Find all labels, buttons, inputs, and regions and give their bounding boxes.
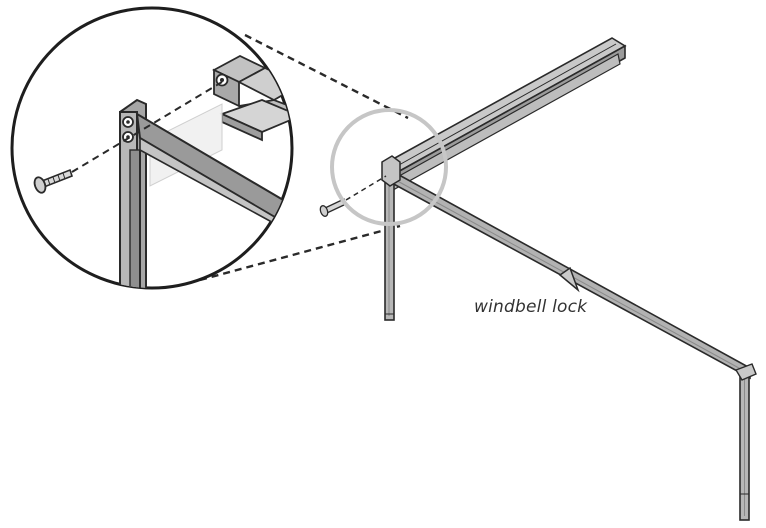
screw-guide-line xyxy=(345,175,387,201)
screw xyxy=(319,198,347,217)
leader-line-bottom xyxy=(199,224,401,282)
screw-zoomed xyxy=(33,168,73,194)
rail-bracket xyxy=(212,54,292,142)
zoom-callout xyxy=(10,6,409,290)
corner-connector xyxy=(381,155,401,187)
left-post xyxy=(384,169,395,321)
right-post xyxy=(734,363,757,521)
alignment-line xyxy=(71,81,223,173)
frame xyxy=(381,37,757,521)
windbell-lock-label: windbell lock xyxy=(474,297,588,317)
top-rail xyxy=(382,37,627,191)
highlight-circle xyxy=(330,108,448,226)
leader-line-top xyxy=(244,33,409,120)
windbell-lock xyxy=(558,266,580,293)
